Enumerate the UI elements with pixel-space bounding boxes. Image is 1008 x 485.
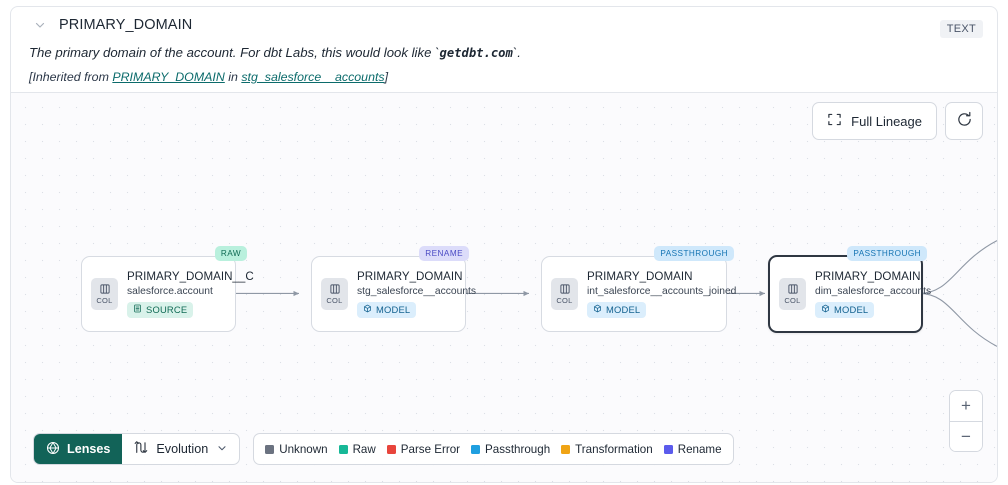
legend-label: Unknown	[279, 442, 328, 456]
columns-icon: COL	[321, 278, 348, 310]
legend-label: Rename	[677, 442, 722, 456]
col-chip-label: COL	[326, 296, 343, 305]
column-detail-panel: PRIMARY_DOMAIN TEXT The primary domain o…	[10, 6, 998, 483]
description-prefix: The primary domain of the account. For d…	[29, 45, 440, 60]
canvas-bottom-bar: Lenses Evolution	[33, 433, 734, 465]
full-lineage-button[interactable]: Full Lineage	[812, 102, 937, 140]
header-title-row: PRIMARY_DOMAIN	[29, 17, 983, 33]
inherited-from-note: [Inherited from PRIMARY_DOMAIN in stg_sa…	[29, 70, 983, 84]
database-icon	[133, 304, 142, 315]
legend-swatch	[386, 444, 396, 454]
lineage-node-0[interactable]: RAW COL PRIMARY_DOMAIN__C salesforce.acc…	[81, 246, 254, 332]
legend-item: Raw	[338, 442, 376, 456]
legend-label: Raw	[352, 442, 376, 456]
node-tag-2: PASSTHROUGH	[654, 246, 734, 261]
node-tag-3: PASSTHROUGH	[847, 246, 927, 261]
inherited-middle: in	[224, 69, 242, 84]
lenses-button[interactable]: Lenses	[34, 434, 123, 464]
node-kind-label-3: MODEL	[834, 304, 869, 316]
node-name-3: PRIMARY_DOMAIN	[815, 269, 921, 283]
columns-icon: COL	[551, 278, 578, 310]
evolution-label: Evolution	[156, 442, 209, 456]
cube-icon	[593, 304, 602, 315]
lineage-node-1[interactable]: RENAME COL PRIMARY_DOMAIN stg_salesforce…	[311, 246, 477, 332]
page-title: PRIMARY_DOMAIN	[59, 17, 193, 33]
panel-header: PRIMARY_DOMAIN TEXT The primary domain o…	[11, 7, 997, 92]
legend-item: Rename	[663, 442, 722, 456]
legend-swatch	[471, 444, 481, 454]
refresh-button[interactable]	[945, 102, 983, 140]
legend-swatch	[663, 444, 673, 454]
node-sub-2: int_salesforce__accounts_joined	[587, 285, 737, 297]
col-chip-label: COL	[784, 296, 801, 305]
legend-item: Unknown	[265, 442, 328, 456]
lenses-label: Lenses	[67, 442, 111, 456]
node-name-0: PRIMARY_DOMAIN__C	[127, 269, 254, 283]
inherited-model-link[interactable]: stg_salesforce__accounts	[241, 69, 385, 84]
canvas-controls: Full Lineage	[812, 102, 983, 140]
full-lineage-label: Full Lineage	[851, 113, 922, 129]
edge-out-top	[918, 240, 997, 295]
zoom-out-button[interactable]: −	[950, 421, 982, 451]
inherited-suffix: ]	[384, 69, 389, 84]
legend-swatch	[265, 444, 275, 454]
node-sub-0: salesforce.account	[127, 285, 213, 297]
columns-icon: COL	[91, 278, 118, 310]
node-body-0: PRIMARY_DOMAIN__C salesforce.account SOU…	[127, 269, 254, 319]
node-tag-1: RENAME	[419, 246, 469, 261]
legend-label: Passthrough	[485, 442, 551, 456]
node-name-2: PRIMARY_DOMAIN	[587, 269, 693, 283]
legend-label: Parse Error	[400, 442, 461, 456]
refresh-icon	[956, 111, 973, 131]
node-kind-3: MODEL	[815, 301, 875, 318]
inherited-prefix: [Inherited from	[29, 69, 113, 84]
lineage-canvas[interactable]: Full Lineage + − RAW	[11, 92, 997, 482]
evolution-icon	[133, 440, 148, 458]
description-code: getdbt.com	[439, 46, 513, 60]
col-chip-label: COL	[556, 296, 573, 305]
cube-icon	[363, 304, 372, 315]
zoom-controls: + −	[949, 390, 983, 452]
legend-item: Transformation	[561, 443, 653, 456]
legend-swatch	[561, 444, 571, 454]
edge-out-bottom	[918, 292, 997, 347]
node-sub-3: dim_salesforce_accounts	[815, 285, 932, 297]
lineage-node-3[interactable]: PASSTHROUGH COL PRIMARY_DOMAIN dim_sales…	[768, 246, 932, 333]
node-sub-1: stg_salesforce__accounts	[357, 285, 477, 297]
node-kind-label-1: MODEL	[376, 304, 411, 316]
chevron-down-icon[interactable]	[33, 18, 47, 32]
aperture-icon	[46, 441, 60, 458]
node-body-2: PRIMARY_DOMAIN int_salesforce__accounts_…	[587, 269, 737, 319]
node-body-1: PRIMARY_DOMAIN stg_salesforce__accounts …	[357, 269, 477, 319]
zoom-in-button[interactable]: +	[950, 391, 982, 421]
node-name-1: PRIMARY_DOMAIN	[357, 269, 463, 283]
node-kind-label-2: MODEL	[606, 304, 641, 316]
legend-item: Parse Error	[386, 442, 461, 456]
lineage-legend: Unknown Raw Parse Error Passthrough	[253, 433, 734, 465]
node-kind-1: MODEL	[357, 301, 417, 318]
legend-swatch	[338, 444, 348, 454]
node-kind-0: SOURCE	[127, 301, 194, 318]
column-description: The primary domain of the account. For d…	[29, 44, 983, 62]
lineage-node-2[interactable]: PASSTHROUGH COL PRIMARY_DOMAIN int_sales…	[541, 246, 737, 332]
expand-corners-icon	[827, 112, 842, 130]
cube-icon	[821, 304, 830, 315]
inherited-column-link[interactable]: PRIMARY_DOMAIN	[112, 69, 225, 84]
evolution-dropdown[interactable]: Evolution	[122, 434, 239, 464]
type-badge: TEXT	[939, 20, 983, 38]
node-kind-label-0: SOURCE	[146, 304, 188, 316]
lenses-evolution-segment: Lenses Evolution	[33, 433, 241, 465]
description-suffix: `.	[512, 45, 521, 60]
legend-item: Passthrough	[471, 443, 550, 456]
chevron-down-icon	[216, 442, 228, 457]
legend-label: Transformation	[575, 442, 653, 456]
node-tag-0: RAW	[214, 246, 247, 261]
node-kind-2: MODEL	[587, 301, 647, 318]
node-body-3: PRIMARY_DOMAIN dim_salesforce_accounts M…	[815, 269, 932, 319]
columns-icon: COL	[779, 278, 806, 310]
col-chip-label: COL	[96, 296, 113, 305]
